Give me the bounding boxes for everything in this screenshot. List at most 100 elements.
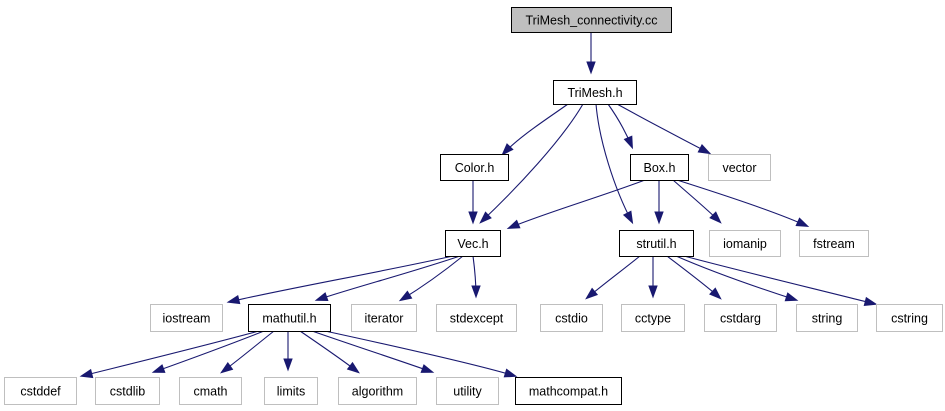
edge-box-to-fstream-line [676,179,808,227]
edges-layer [79,32,878,379]
node-mathcompat-box [515,377,622,405]
edge-mathutil-to-mathcompat [324,330,518,378]
node-mathcompat[interactable]: mathcompat.h [515,377,622,405]
node-cctype-box [621,304,685,332]
node-root[interactable]: TriMesh_connectivity.cc [511,7,672,33]
node-cstdarg-box [704,304,777,332]
node-fstream-label: fstream [813,237,855,251]
edge-mathutil-to-cstddef-arrowhead [79,368,94,379]
node-cctype-label: cctype [635,312,671,326]
node-vec[interactable]: Vec.h [445,230,501,257]
node-cstring-box [876,304,943,332]
edge-strutil-to-cstdio [585,255,641,300]
node-limits-label: limits [277,385,305,399]
edge-trimesh-to-color [501,103,569,156]
edge-trimesh-to-strutil-line [595,103,633,223]
node-iostream-label: iostream [163,312,211,326]
node-cstddef-label: cstddef [20,385,61,399]
node-color-label: Color.h [455,161,495,175]
edge-mathutil-to-cstdlib [151,330,265,373]
edge-strutil-to-string [675,255,799,302]
edge-vec-to-iterator-line [400,255,464,301]
node-string-label: string [812,312,843,326]
node-iomanip: iomanip [709,230,781,257]
node-cstdarg-label: cstdarg [720,312,761,326]
node-cstddef-box [4,377,77,405]
node-trimesh-box [553,80,637,105]
node-cstdio: cstdio [540,304,603,332]
node-cstdlib: cstdlib [95,377,160,405]
edge-trimesh-to-vec-line [480,103,584,223]
edge-vec-to-stdexcept [471,255,481,299]
node-utility-label: utility [453,385,482,399]
edge-strutil-to-cstring [683,255,878,306]
edge-box-to-vec-line [508,179,646,229]
node-utility: utility [436,377,499,405]
node-vector: vector [708,154,771,181]
node-algorithm-label: algorithm [352,385,403,399]
node-box[interactable]: Box.h [630,154,689,181]
node-cmath: cmath [179,377,242,405]
edge-mathutil-to-mathcompat-arrowhead [503,368,518,378]
edge-mathutil-to-algorithm [299,330,360,374]
node-utility-box [436,377,499,405]
edge-strutil-to-cstdarg [666,255,722,300]
edge-color-to-vec-arrowhead [468,211,478,225]
edge-mathutil-to-cmath-arrowhead [220,362,234,374]
node-trimesh-label: TriMesh.h [567,86,622,100]
node-strutil-label: strutil.h [636,237,676,251]
edge-mathutil-to-utility [311,330,435,373]
edge-trimesh-to-strutil-arrowhead [622,210,634,225]
node-cstdio-label: cstdio [555,312,588,326]
node-limits: limits [264,377,318,405]
node-mathutil-box [248,304,331,332]
edge-vec-to-stdexcept-arrowhead [471,285,481,299]
node-root-label: TriMesh_connectivity.cc [526,14,658,28]
edge-strutil-to-cstring-line [683,255,876,305]
edge-vec-to-mathutil-arrowhead [314,292,329,302]
edge-box-to-strutil-arrowhead [654,211,664,225]
edge-strutil-to-cctype-arrowhead [648,285,658,299]
edge-color-to-vec [468,180,478,225]
edge-trimesh-to-box-arrowhead [623,135,633,150]
node-iomanip-label: iomanip [723,237,767,251]
edge-trimesh-to-strutil [595,103,634,225]
edge-mathutil-to-cstdlib-arrowhead [151,364,166,373]
node-fstream-box [799,230,869,257]
node-trimesh[interactable]: TriMesh.h [553,80,637,105]
node-color[interactable]: Color.h [440,154,509,181]
edge-mathutil-to-utility-arrowhead [420,364,435,373]
node-iterator-box [351,304,417,332]
node-root-box [511,7,672,33]
node-cstdlib-box [95,377,160,405]
edge-vec-to-mathutil [314,255,461,302]
edge-trimesh-to-color-arrowhead [501,143,514,156]
edge-mathutil-to-cstddef-line [81,330,260,377]
edge-trimesh-to-vec-arrowhead [479,211,492,224]
node-iterator: iterator [351,304,417,332]
edge-mathutil-to-utility-line [311,330,433,373]
edge-strutil-to-cstring-arrowhead [863,296,878,306]
node-mathutil[interactable]: mathutil.h [248,304,331,332]
edge-box-to-strutil [654,179,664,225]
edge-vec-to-mathutil-line [316,255,461,301]
edge-strutil-to-string-arrowhead [784,292,799,302]
edge-trimesh-to-vector-arrowhead [697,144,712,155]
node-cstdarg: cstdarg [704,304,777,332]
node-strutil[interactable]: strutil.h [619,230,694,257]
edge-root-to-trimesh-arrowhead [586,61,596,75]
node-iomanip-box [709,230,781,257]
node-box-label: Box.h [644,161,676,175]
node-cctype: cctype [621,304,685,332]
node-algorithm: algorithm [338,377,417,405]
edge-vec-to-iterator-arrowhead [398,290,413,302]
node-cstddef: cstddef [4,377,77,405]
node-iostream: iostream [150,304,223,332]
node-stdexcept-label: stdexcept [450,312,504,326]
edge-trimesh-to-vec [479,103,584,224]
edge-vec-to-iterator [398,255,464,302]
node-vector-label: vector [722,161,756,175]
edge-root-to-trimesh [586,32,596,75]
edge-mathutil-to-limits [283,331,293,372]
